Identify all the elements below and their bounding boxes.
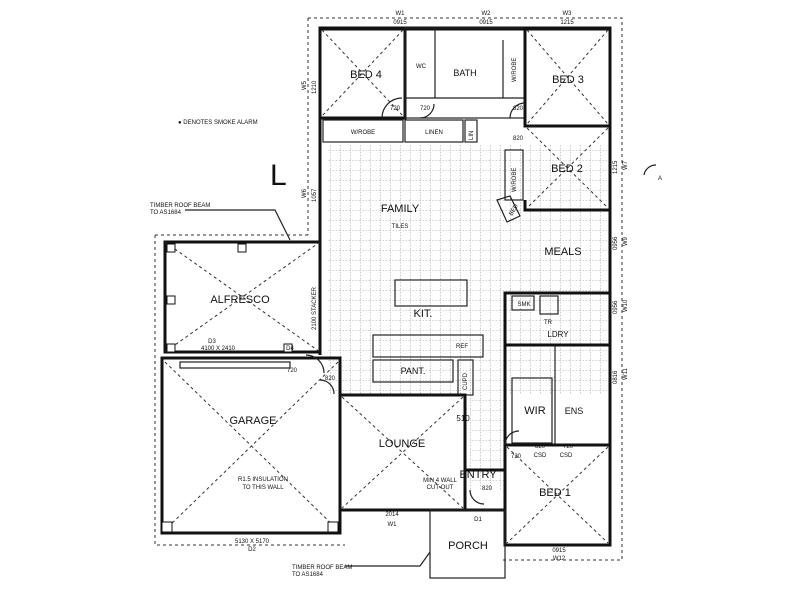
dim-top-w2: W2 [482, 11, 492, 17]
note-stacker: 2100 STACKER [312, 286, 318, 330]
label-pant: PANT. [401, 366, 426, 376]
dim-door-820c: 820 [325, 376, 336, 382]
annotation-notes: ● DENOTES SMOKE ALARM TIMBER ROOF BEAM T… [150, 120, 566, 578]
garage-area [160, 356, 342, 535]
label-linen-rail: LIN [469, 131, 475, 140]
dim-door-820e: 820 [482, 486, 493, 492]
label-510: 510 [456, 414, 470, 423]
note-bed1-w12: W12 [553, 556, 566, 562]
dim-top-w1: W1 [396, 11, 406, 17]
label-bath: BATH [453, 68, 476, 78]
note-lounge-w1: W1 [388, 522, 398, 528]
note-garage-size: 5130 X 5170 [235, 539, 270, 545]
dim-left-1210: 1210 [312, 80, 318, 94]
note-insulation-2: TO THIS WALL [242, 485, 284, 491]
dim-left-w5: W5 [302, 80, 308, 90]
label-wc: WC [416, 64, 427, 70]
label-ens: ENS [565, 406, 584, 416]
note-garage-d2: D2 [248, 547, 256, 553]
dim-door-820a: 820 [513, 106, 524, 112]
fixture-labels: W/ROBE LINEN W/ROBE W/ROBE LIN BED SMK R… [351, 58, 573, 459]
room-labels: BED 4 WC BATH BED 3 BED 2 FAMILY TILES M… [210, 64, 584, 552]
label-lndry: LDRY [547, 330, 569, 339]
dim-right-w11: W11 [623, 367, 629, 380]
label-trough: TR [544, 320, 553, 326]
note-porch-d1: D1 [474, 517, 482, 523]
label-bed3: BED 3 [552, 74, 584, 86]
dim-door-720c: 720 [287, 368, 298, 374]
note-timber-beam-top-std: TO AS1684 [150, 210, 182, 216]
label-garage: GARAGE [229, 415, 276, 427]
label-kit: KIT. [414, 308, 433, 320]
label-refr: REF [456, 344, 468, 350]
label-bed1: BED 1 [539, 487, 571, 499]
dim-door-720d: 720 [511, 454, 522, 460]
section-arrow: A [658, 176, 662, 182]
north-mark: L [270, 159, 287, 192]
tiled-floor [328, 145, 608, 490]
label-cupd-bed1b: CSD [560, 453, 573, 459]
dim-left-w6: W6 [302, 188, 308, 198]
dim-right-w9: W9 [623, 236, 629, 246]
label-lounge: LOUNGE [379, 438, 425, 450]
note-entry-1: MIN 4 WALL [423, 478, 457, 484]
label-robe-bed3: W/ROBE [512, 58, 518, 82]
dim-door-820d: 820 [535, 444, 546, 450]
label-family: FAMILY [381, 203, 420, 215]
door-swings [305, 97, 526, 505]
note-smoke-alarm: ● DENOTES SMOKE ALARM [178, 120, 258, 126]
label-smk: SMK [517, 302, 530, 308]
dim-top-w3: W3 [563, 11, 573, 17]
label-linen: LINEN [425, 130, 443, 136]
dim-right-1215: 1215 [613, 160, 619, 174]
note-alfresco-size: 4100 X 2410 [201, 346, 236, 352]
dimension-labels: W1 0915 W2 0915 W3 1215 W5 1210 W6 1057 … [287, 11, 629, 492]
label-robe-bed4: W/ROBE [351, 130, 375, 136]
dim-right-0816: 0816 [613, 370, 619, 384]
label-cupd: CUPD [463, 372, 469, 390]
label-porch: PORCH [448, 540, 488, 552]
dim-top-1: 0915 [393, 20, 407, 26]
dim-right-w10: W10 [623, 299, 629, 312]
note-bed1-size: 0915 [552, 548, 566, 554]
note-alfresco-beam: D3 [208, 339, 216, 345]
note-insulation-1: R1.5 INSULATION [238, 477, 288, 483]
dim-left-1057: 1057 [312, 188, 318, 202]
drawing-marks: L A [270, 159, 662, 192]
dim-top-3: 1215 [560, 20, 574, 26]
label-robe-bed2: W/ROBE [512, 168, 518, 192]
note-lounge-size: 2014 [385, 512, 399, 518]
label-bed2-door: BED [509, 203, 521, 217]
note-timber-beam-top: TIMBER ROOF BEAM [150, 203, 210, 209]
dim-door-820b: 820 [513, 136, 524, 142]
dim-right-0956: 0956 [613, 236, 619, 250]
dim-right-0956b: 0956 [613, 300, 619, 314]
label-wir: WIR [524, 405, 545, 417]
note-alfresco-d4: D4 [286, 346, 294, 352]
eave-outline [154, 17, 623, 561]
label-meals: MEALS [544, 246, 581, 258]
label-family-floor: TILES [392, 224, 409, 230]
dim-door-720b: 720 [420, 106, 431, 112]
note-timber-beam-bottom-std: TO AS1684 [292, 572, 324, 578]
dim-top-2: 0915 [479, 20, 493, 26]
label-entry: ENTRY [459, 469, 497, 481]
note-entry-2: CUT-OUT [427, 485, 454, 491]
alfresco-area [163, 240, 322, 354]
note-timber-beam-bottom: TIMBER ROOF BEAM [292, 565, 352, 571]
dim-door-720e: 720 [563, 444, 574, 450]
dim-door-720a: 720 [390, 106, 401, 112]
label-bed4: BED 4 [350, 69, 382, 81]
room-diagonals [321, 29, 609, 544]
dim-right-w7: W7 [623, 160, 629, 170]
label-bed2: BED 2 [551, 163, 583, 175]
label-cupd-bed1a: CSD [534, 453, 547, 459]
label-alfresco: ALFRESCO [210, 294, 270, 306]
